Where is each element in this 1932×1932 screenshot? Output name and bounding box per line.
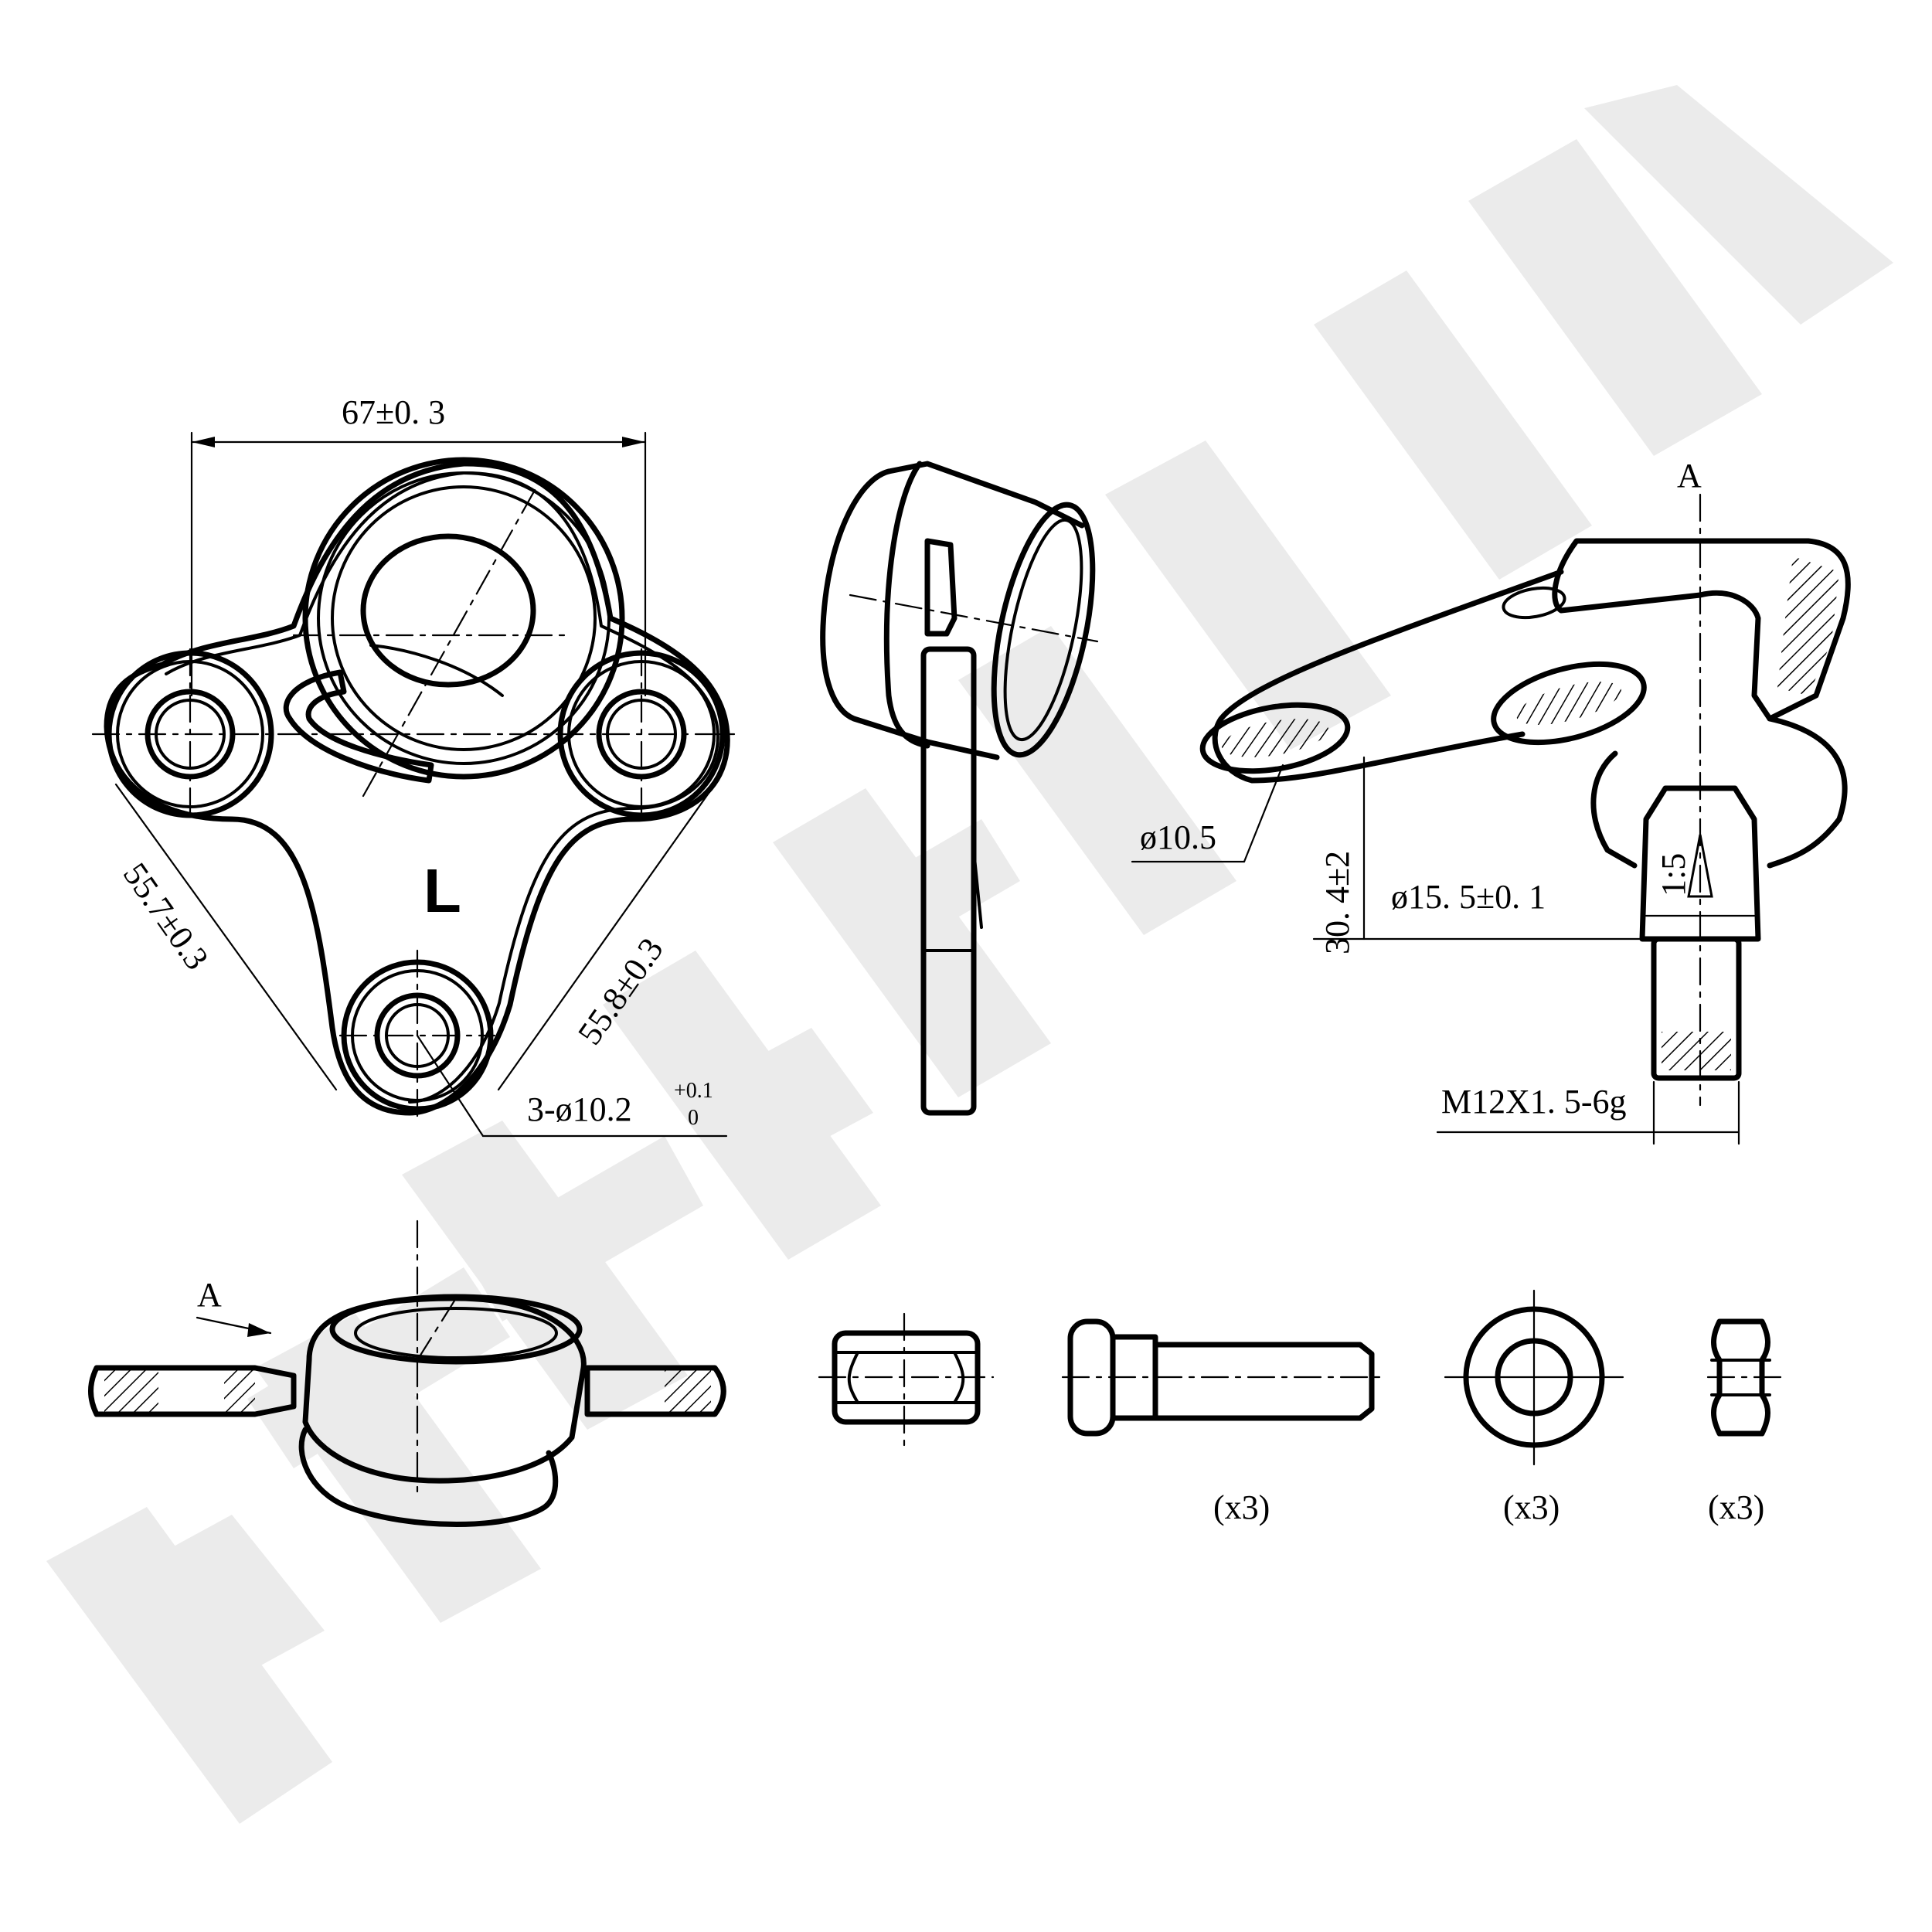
washer-quantity: (x3) [1503, 1488, 1560, 1526]
hardware: (x3) (x3) (x3) [818, 1289, 1787, 1526]
bottom-view: A [88, 1219, 726, 1527]
thread-dimension: M12X1. 5-6g [1441, 1083, 1627, 1121]
height-dimension: 30. 4±2 [1318, 851, 1356, 954]
side-mark: L [423, 856, 461, 925]
bolt-quantity: (x3) [1213, 1488, 1270, 1526]
section-view: A 1:5 ø10.5 30. 4±2 ø15. 5±0. 1 M1 [1131, 457, 1851, 1145]
left-spacing-dimension: 55.7±0.3 [116, 856, 216, 977]
nut: (x3) [1706, 1318, 1787, 1526]
eye-diameter-dimension: ø10.5 [1140, 818, 1216, 856]
nut-quantity: (x3) [1708, 1488, 1764, 1526]
watermark-logo [46, 85, 1893, 1824]
washer: (x3) [1444, 1289, 1624, 1526]
holes-dimension: 3-ø10.2 [527, 1090, 632, 1128]
taper-label: 1:5 [1655, 853, 1692, 896]
bolt: (x3) [1061, 1318, 1385, 1526]
view-arrow-label: A [197, 1276, 222, 1314]
holes-tolerance-upper: +0.1 [674, 1079, 713, 1103]
section-view-label: A [1677, 457, 1702, 495]
side-view [820, 461, 1099, 1116]
hex-nut-side-view [818, 1312, 995, 1447]
holes-tolerance-lower: 0 [688, 1106, 699, 1130]
width-dimension: 67±0. 3 [342, 393, 445, 431]
cone-diameter-dimension: ø15. 5±0. 1 [1391, 878, 1546, 916]
